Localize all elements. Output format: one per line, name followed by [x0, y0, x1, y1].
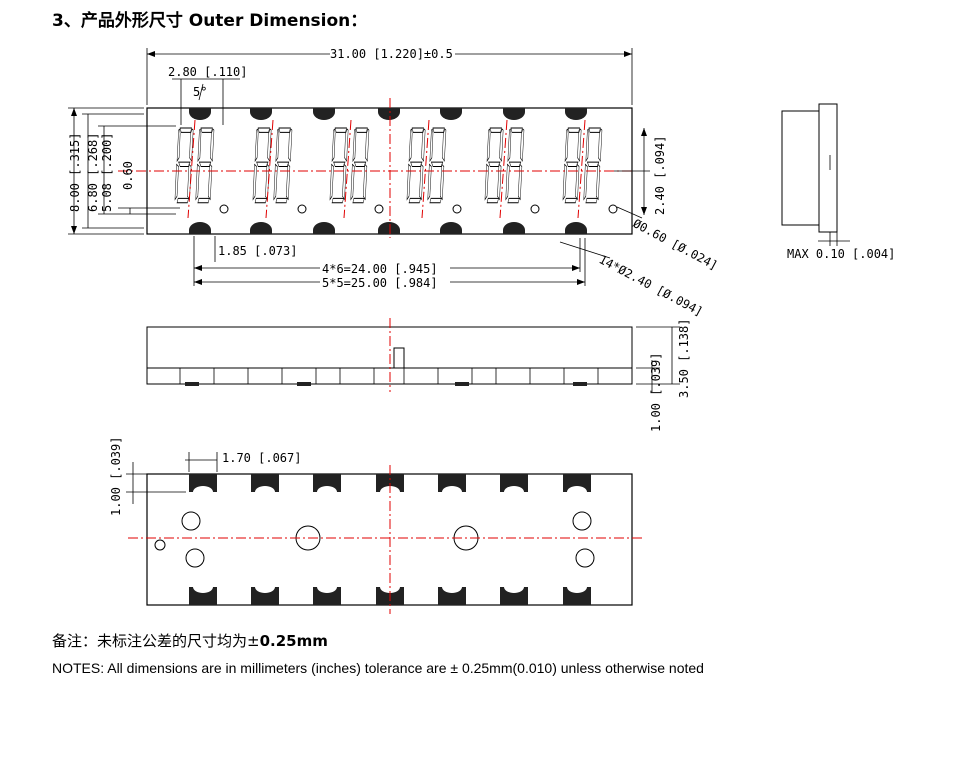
front-view: 3.50 [.138] 1.00 [.039] — [146, 318, 691, 432]
section-heading: 3、产品外形尺寸 Outer Dimension： — [52, 11, 368, 31]
height-segment-label: 6.80 [.268] — [86, 133, 100, 212]
bottom-pad-width-label: 1.70 [.067] — [222, 451, 301, 465]
top-view-height-label: 2.40 [.094] — [653, 136, 667, 215]
side-max-label: MAX 0.10 [.004] — [787, 247, 895, 261]
bottom-pad-height-label: 1.00 [.039] — [109, 437, 123, 516]
side-height-label: 3.50 [.138] — [677, 319, 691, 398]
dp-diameter-label: Ø0.60 [Ø.024] — [631, 216, 721, 272]
side-pin-label: 1.00 [.039] — [649, 353, 663, 432]
bottom-view: 1.70 [.067] 1.00 [.039] — [109, 437, 644, 614]
note-chinese: 备注：未标注公差的尺寸均为±0.25mm — [52, 630, 328, 651]
top-view: 31.00 [1.220]±0.5 2.80 [.110] 5° 8.00 [.… — [68, 47, 720, 319]
height-digit-label: 5.08 [.200] — [100, 133, 114, 212]
pitch-5x5-label: 5*5=25.00 [.984] — [322, 276, 438, 290]
height-total-label: 8.00 [.315] — [68, 133, 82, 212]
note-chinese-value: 0.25mm — [259, 632, 328, 650]
overall-length-label: 31.00 [1.220]±0.5 — [330, 47, 453, 61]
seg-offset-label: 0.60 — [121, 161, 135, 190]
side-view: MAX 0.10 [.004] — [781, 103, 895, 261]
digit-width-label: 2.80 [.110] — [168, 65, 247, 79]
tilt-label: 5° — [193, 85, 207, 99]
pad-offset-label: 1.85 [.073] — [218, 244, 297, 258]
note-chinese-prefix: 备注：未标注公差的尺寸均为± — [52, 632, 260, 650]
pin-holes-label: 14*Ø2.40 [Ø.094] — [597, 252, 706, 319]
note-english: NOTES: All dimensions are in millimeters… — [52, 660, 704, 676]
pitch-4x6-label: 4*6=24.00 [.945] — [322, 262, 438, 276]
